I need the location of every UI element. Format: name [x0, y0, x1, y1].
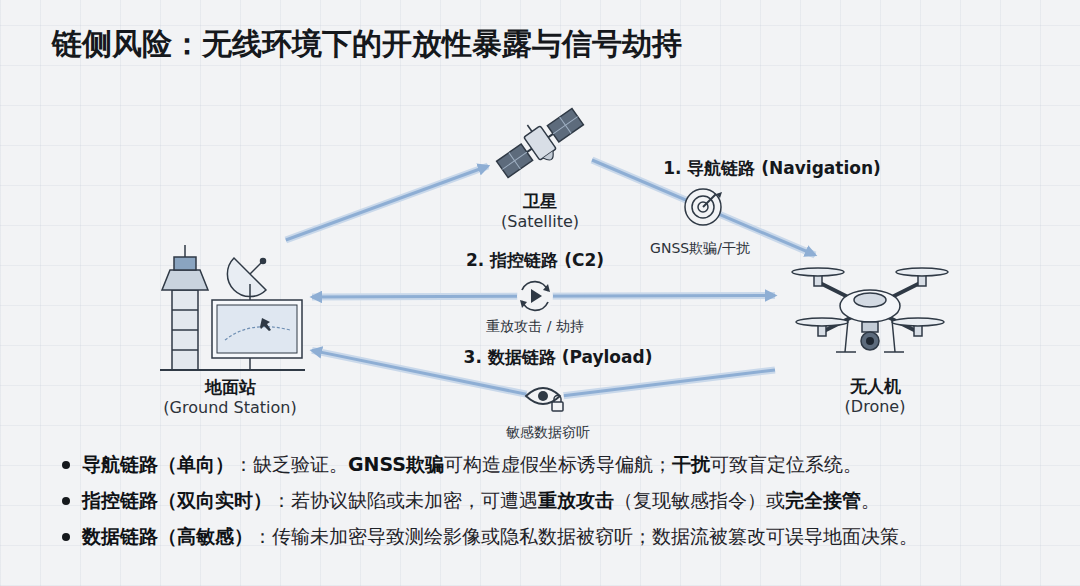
bullet-dot	[62, 497, 70, 505]
node-subtitle: (Ground Station)	[163, 398, 296, 418]
node-subtitle: (Drone)	[845, 397, 906, 417]
threat-label: 重放攻击 / 劫持	[486, 318, 584, 335]
bullet-keyword: 指控链路（双向实时）	[82, 488, 272, 514]
bullet-text: ：传输未加密导致测绘影像或隐私数据被窃听；数据流被篡改可误导地面决策。	[253, 524, 918, 550]
node-title: 地面站	[205, 377, 256, 398]
bullet-text: 可致盲定位系统。	[710, 452, 862, 478]
drone-node: 无人机(Drone)	[775, 255, 975, 417]
node-title: 无人机	[850, 376, 901, 397]
replay-icon	[517, 278, 553, 314]
bullet-dot	[62, 461, 70, 469]
link-arrow-halo	[286, 166, 488, 240]
bullet-keyword: 数据链路（高敏感）	[82, 524, 253, 550]
node-title: 卫星	[523, 191, 557, 212]
bullet-keyword: 导航链路（单向）	[82, 452, 234, 478]
eye-lock-icon	[526, 379, 564, 417]
bullet-line: 导航链路（单向）：缺乏验证。GNSS欺骗可构造虚假坐标诱导偏航；干扰可致盲定位系…	[62, 452, 862, 478]
bullet-text: ：若协议缺陷或未加密，可遭遇	[272, 488, 538, 514]
satellite-icon	[490, 99, 589, 186]
bullet-keyword: 干扰	[672, 452, 710, 478]
node-subtitle: (Satellite)	[501, 212, 579, 232]
link-label: 3. 数据链路 (Payload)	[464, 347, 653, 367]
link-label: 1. 导航链路 (Navigation)	[663, 158, 881, 178]
bullet-keyword: GNSS欺骗	[348, 452, 444, 478]
satellite-node: 卫星(Satellite)	[488, 112, 592, 232]
threat-label: GNSS欺骗/干扰	[650, 240, 750, 257]
bullet-dot	[62, 533, 70, 541]
bullet-text: 。	[861, 488, 880, 514]
link-arrow-line	[286, 166, 488, 240]
title: 链侧风险：无线环境下的开放性暴露与信号劫持	[52, 24, 682, 65]
ground-station-icon	[160, 245, 305, 370]
link-label: 2. 指控链路 (C2)	[466, 250, 604, 270]
bullet-text: （复现敏感指令）或	[614, 488, 785, 514]
link-arrow	[286, 166, 488, 240]
bullet-keyword: 重放攻击	[538, 488, 614, 514]
bullet-line: 数据链路（高敏感）：传输未加密导致测绘影像或隐私数据被窃听；数据流被篡改可误导地…	[62, 524, 918, 550]
ground-station-node: 地面站(Ground Station)	[148, 240, 312, 418]
drone-icon	[792, 268, 948, 352]
target-icon	[685, 189, 722, 225]
bullet-text: 可构造虚假坐标诱导偏航；	[444, 452, 672, 478]
bullet-keyword: 完全接管	[785, 488, 861, 514]
threat-label: 敏感数据窃听	[506, 424, 590, 441]
bullet-line: 指控链路（双向实时）：若协议缺陷或未加密，可遭遇重放攻击（复现敏感指令）或完全接…	[62, 488, 880, 514]
bullet-text: ：缺乏验证。	[234, 452, 348, 478]
